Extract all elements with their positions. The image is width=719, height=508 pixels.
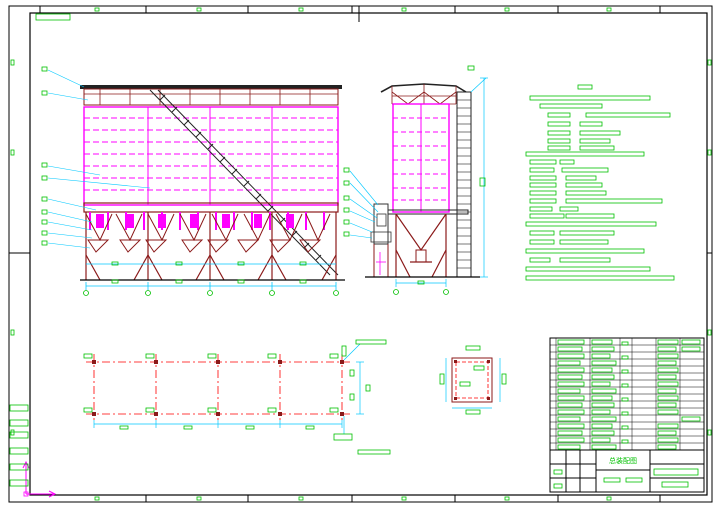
front-leader-lines [47, 69, 151, 249]
title-block: 总装配图 [549, 337, 705, 493]
front-elevation [41, 66, 345, 296]
side-elevation [343, 65, 488, 295]
front-roof [80, 85, 342, 89]
foundation-plan [83, 339, 391, 455]
sheet-frame [8, 5, 713, 503]
ucs-axis-icon [22, 460, 57, 498]
drawing-title: 总装配图 [609, 456, 637, 465]
side-stair-tower [456, 91, 472, 278]
technical-notes [525, 84, 675, 281]
front-axis-bubbles [83, 290, 339, 296]
front-support-columns [85, 212, 337, 281]
revision-table [9, 404, 29, 487]
column-base-detail [439, 345, 507, 415]
front-silo-body [83, 106, 339, 206]
